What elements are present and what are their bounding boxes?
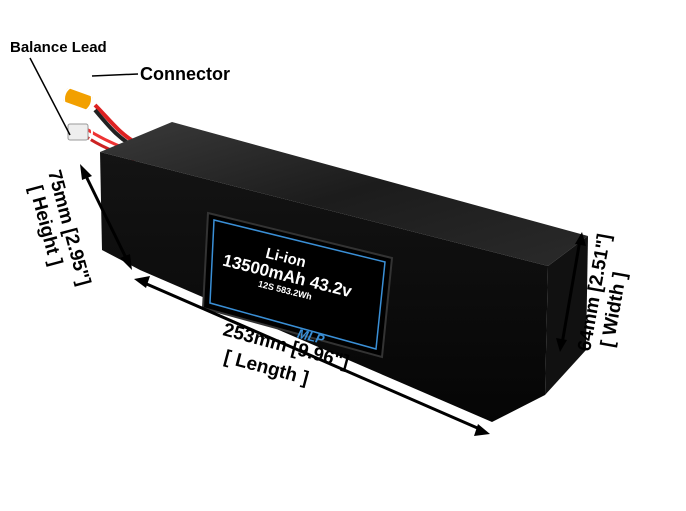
balance-lead-callout: Balance Lead bbox=[10, 39, 107, 56]
mlp-logo: MLP bbox=[296, 326, 327, 347]
balance-connector bbox=[67, 123, 89, 141]
connector-callout: Connector bbox=[140, 64, 230, 84]
xt-connector bbox=[63, 88, 93, 110]
dimension-arrows bbox=[80, 164, 586, 436]
battery-top-face bbox=[100, 122, 588, 266]
battery-label: Li-ion 13500mAh 43.2v 12S 583.2Wh MLP bbox=[201, 211, 394, 359]
